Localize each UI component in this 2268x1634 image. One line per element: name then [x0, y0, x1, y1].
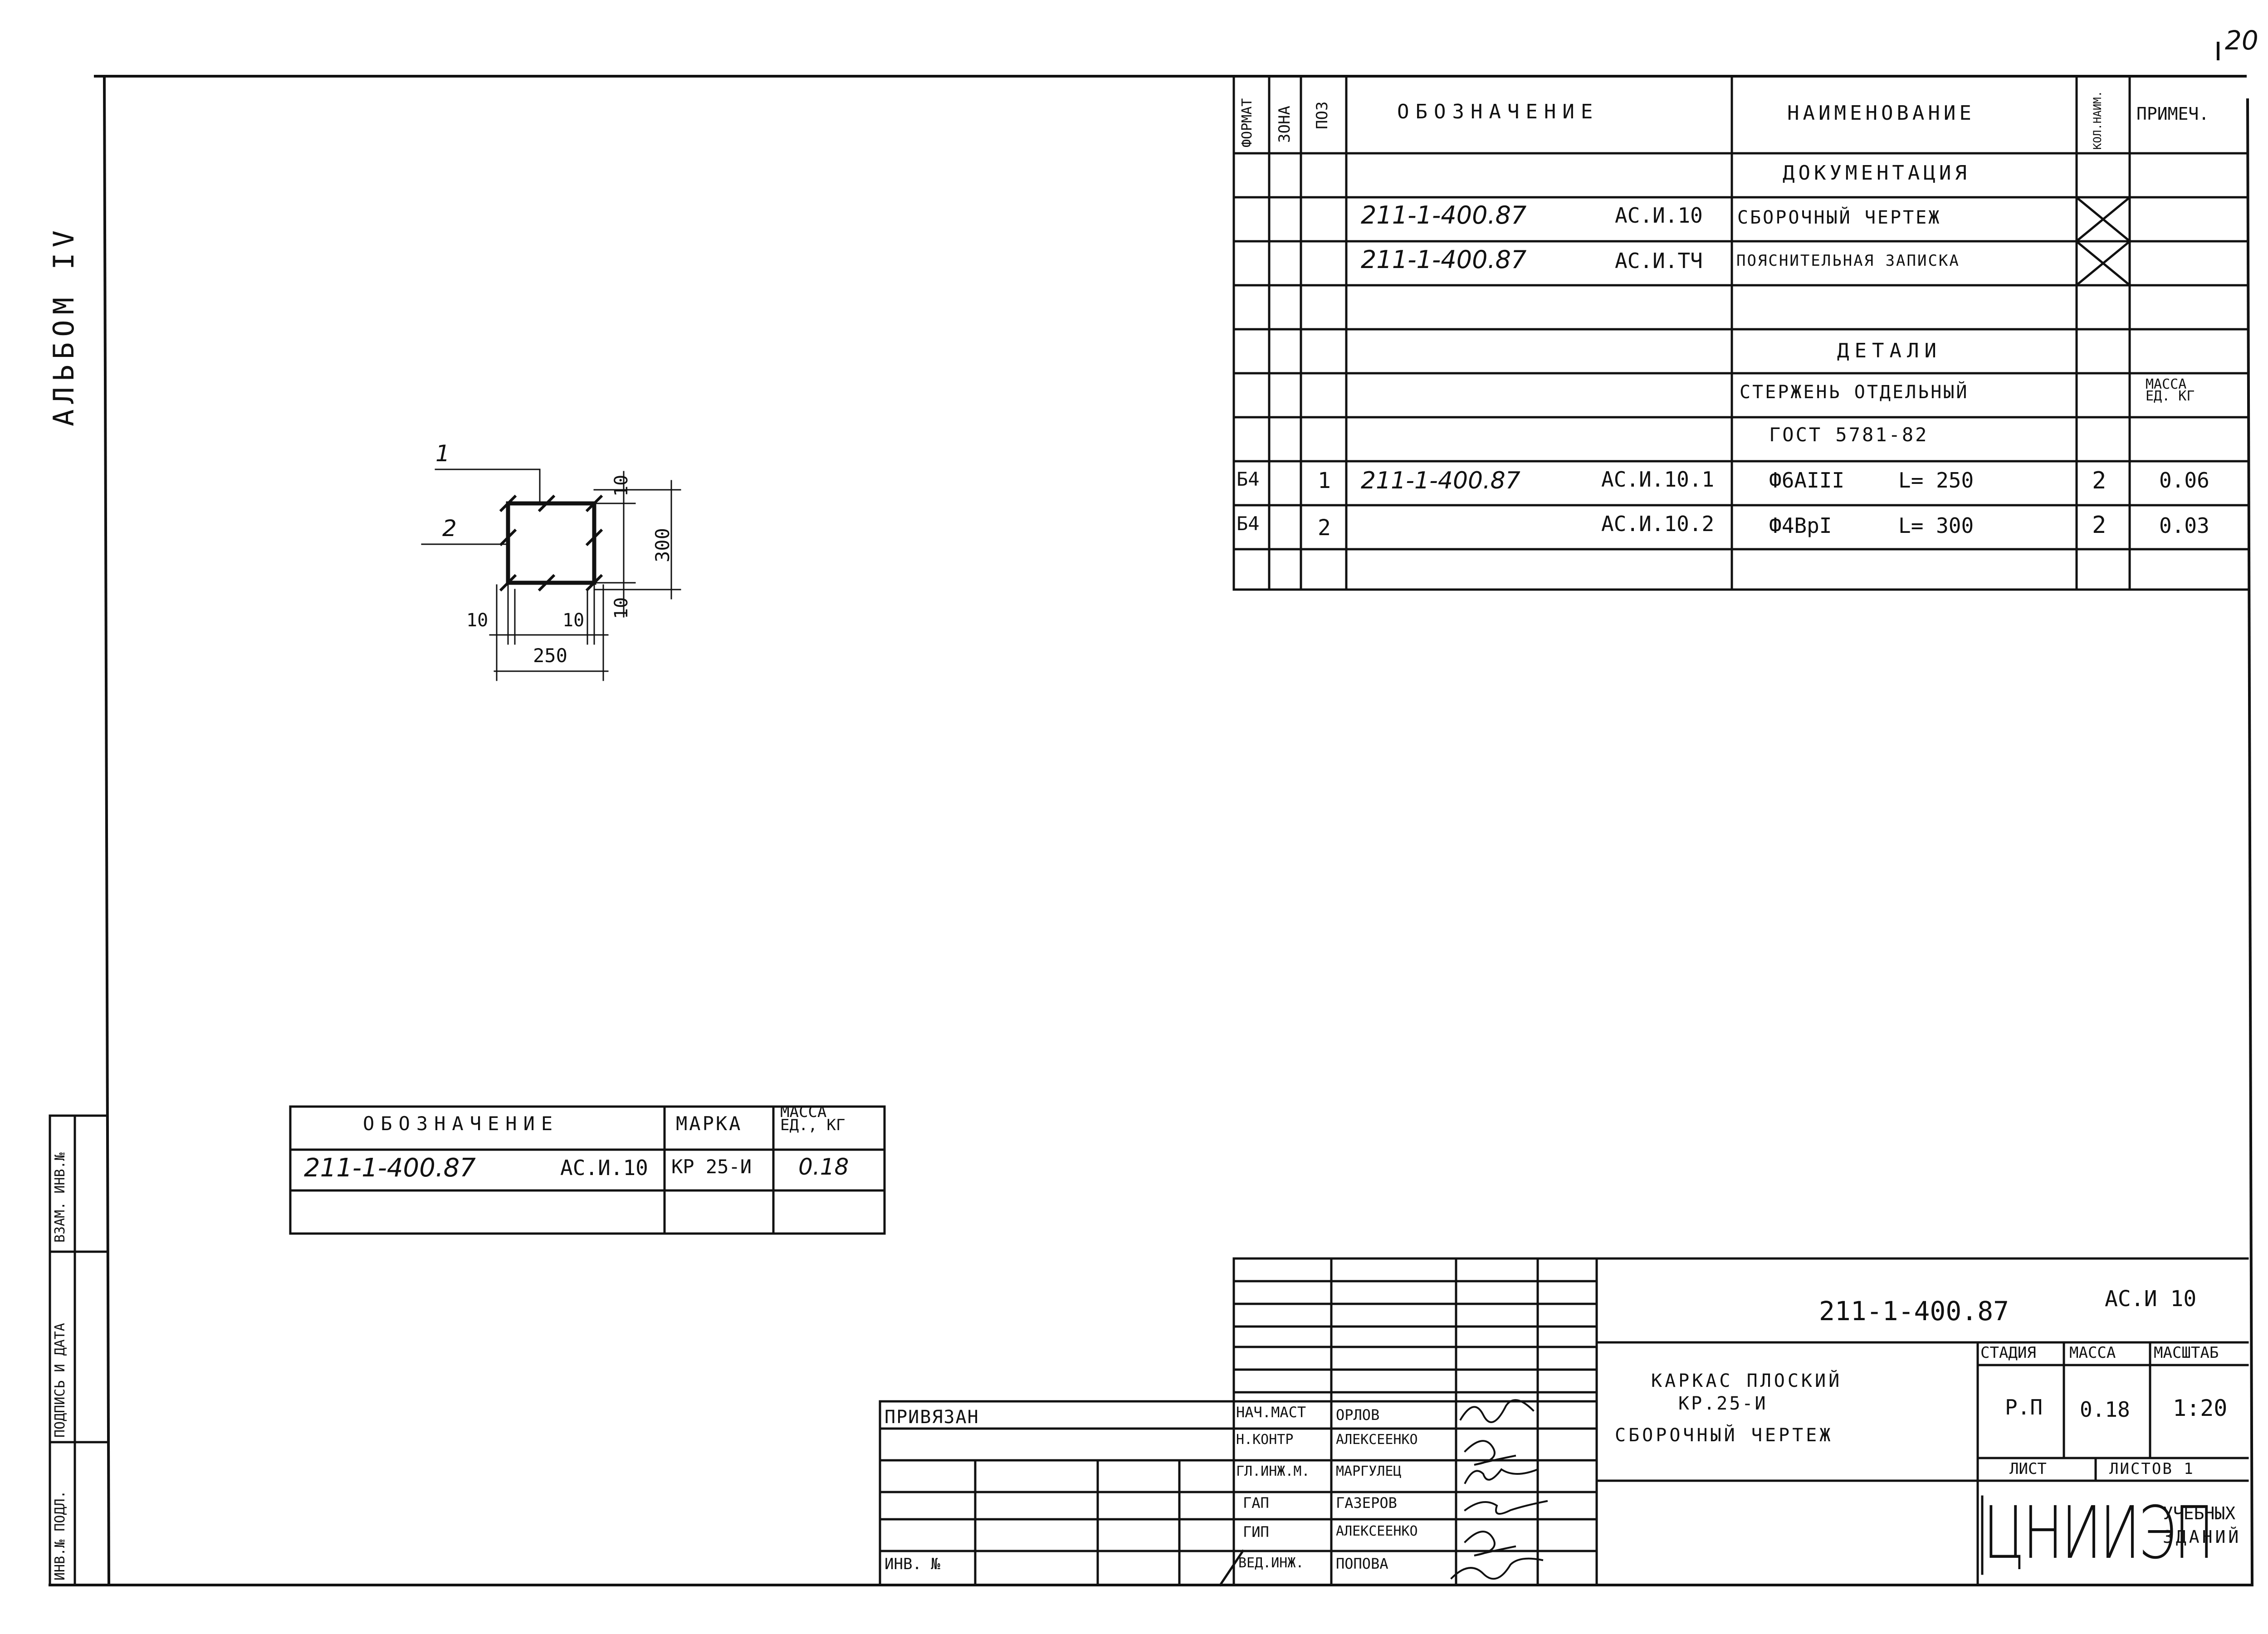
- mark-row-mark: КР 25-И: [671, 1156, 752, 1178]
- scale-label: МАСШТАБ: [2154, 1344, 2219, 1362]
- section-details: ДЕТАЛИ: [1837, 339, 1942, 362]
- strip-inv-podl: ИНВ.№ ПОДЛ.: [52, 1490, 68, 1580]
- dim-10-top: 10: [611, 474, 632, 497]
- org-logo: ЦНИИЭП: [1983, 1490, 2214, 1575]
- mark-row-mass: 0.18: [798, 1154, 849, 1180]
- part-1-note: 0.06: [2159, 468, 2209, 493]
- signer-name-1: ОРЛОВ: [1336, 1406, 1380, 1424]
- part-2-name: Ф4ВрI: [1769, 513, 1832, 538]
- strip-vzam: ВЗАМ. ИНВ.№: [52, 1152, 68, 1243]
- signature-gazerov: [1464, 1500, 1548, 1515]
- album-label: АЛЬБОМ IV: [47, 225, 80, 426]
- part-1-length: L= 250: [1898, 468, 1974, 493]
- part-1-format: Б4: [1237, 468, 1260, 490]
- spec-table-grid: [1232, 75, 2249, 591]
- part-2-pos: 2: [1318, 515, 1331, 541]
- dim-10-right: 10: [562, 610, 585, 631]
- stamp-title-line3: СБОРОЧНЫЙ ЧЕРТЕЖ: [1615, 1425, 1833, 1446]
- dim-10-bottom: 10: [611, 597, 632, 619]
- sheets-label: ЛИСТОВ 1: [2109, 1460, 2195, 1478]
- part-1-qty: 2: [2092, 467, 2107, 494]
- section-documentation: ДОКУМЕНТАЦИЯ: [1783, 161, 1970, 185]
- signer-role-6: ВЕД.ИНЖ.: [1238, 1555, 1304, 1571]
- mass-note: МАССА ЕД. КГ: [2146, 376, 2195, 404]
- mark-header-mass: МАССА ЕД., КГ: [780, 1103, 846, 1134]
- sketch-pos-1: 1: [435, 440, 450, 467]
- header-format: ФОРМАТ: [1239, 98, 1255, 147]
- signature-margulets: [1464, 1468, 1539, 1484]
- stamp-doc-mark: АС.И 10: [2105, 1286, 2197, 1312]
- signer-role-2: Н.КОНТР: [1236, 1432, 1294, 1448]
- rod-title: СТЕРЖЕНЬ ОТДЕЛЬНЫЙ: [1740, 382, 1969, 403]
- mark-header-mark: МАРКА: [676, 1112, 743, 1135]
- signer-role-5: ГИП: [1243, 1523, 1269, 1541]
- part-1-code: 211-1-400.87: [1361, 467, 1520, 494]
- stamp-grid: [879, 1257, 2249, 1587]
- header-designation: ОБОЗНАЧЕНИЕ: [1397, 100, 1599, 123]
- sheet-label: ЛИСТ: [2009, 1460, 2047, 1478]
- doc-2-code: 211-1-400.87: [1361, 245, 1527, 274]
- part-2-note: 0.03: [2159, 513, 2209, 538]
- part-2-length: L= 300: [1898, 513, 1974, 538]
- stamp-doc-code: 211-1-400.87: [1819, 1296, 2009, 1327]
- header-qty: КОЛ.НАИМ.: [2091, 90, 2104, 150]
- header-note: ПРИМЕЧ.: [2136, 104, 2209, 124]
- signer-role-3: ГЛ.ИНЖ.М.: [1236, 1463, 1310, 1479]
- mark-row-code: 211-1-400.87: [304, 1153, 476, 1183]
- rod-gost: ГОСТ 5781-82: [1769, 424, 1929, 446]
- signature-popova: [1450, 1557, 1544, 1580]
- signer-name-5: АЛЕКСЕЕНКО: [1336, 1523, 1418, 1539]
- header-pos: ПОЗ: [1313, 101, 1331, 129]
- doc-1-code: 211-1-400.87: [1361, 201, 1527, 229]
- dim-300: 300: [651, 528, 674, 562]
- doc-1-mark: АС.И.10: [1615, 203, 1703, 228]
- doc-2-mark: АС.И.ТЧ: [1615, 249, 1703, 273]
- org-sub-2: ЗДАНИЙ: [2163, 1527, 2242, 1547]
- doc-2-name: ПОЯСНИТЕЛЬНАЯ ЗАПИСКА: [1736, 252, 1960, 270]
- part-1-name: Ф6АIII: [1769, 468, 1845, 493]
- frame-sketch: [421, 468, 681, 681]
- mark-table-grid: [289, 1105, 886, 1235]
- stage-label: СТАДИЯ: [1980, 1344, 2036, 1362]
- signer-name-2: АЛЕКСЕЕНКО: [1336, 1432, 1418, 1448]
- dim-250: 250: [533, 644, 567, 667]
- signer-name-4: ГАЗЕРОВ: [1336, 1494, 1397, 1512]
- page-number: 20: [2225, 25, 2258, 56]
- mass-label: МАССА: [2069, 1344, 2116, 1362]
- mass-value: 0.18: [2080, 1397, 2130, 1422]
- doc-1-name: СБОРОЧНЫЙ ЧЕРТЕЖ: [1737, 207, 1941, 228]
- header-zone: ЗОНА: [1276, 106, 1294, 143]
- signer-name-3: МАРГУЛЕЦ: [1336, 1463, 1402, 1479]
- org-sub-1: УЧЕБНЫХ: [2163, 1503, 2236, 1523]
- signer-role-1: НАЧ.МАСТ: [1236, 1404, 1306, 1421]
- signature-alekseenko-1: [1464, 1440, 1516, 1466]
- binding-strip: [49, 1114, 108, 1586]
- mark-header-designation: ОБОЗНАЧЕНИЕ: [363, 1112, 559, 1135]
- stage-value: Р.П: [2005, 1395, 2043, 1419]
- part-2-qty: 2: [2092, 512, 2107, 539]
- signature-alekseenko-2: [1464, 1531, 1516, 1556]
- sketch-pos-2: 2: [442, 515, 457, 541]
- part-2-format: Б4: [1237, 512, 1260, 535]
- header-name: НАИМЕНОВАНИЕ: [1787, 102, 1975, 125]
- sheet-frame: [49, 42, 2254, 1587]
- privyazan-label: ПРИВЯЗАН: [885, 1407, 979, 1428]
- strip-podpis: ПОДПИСЬ И ДАТА: [52, 1323, 68, 1438]
- signatures: [1450, 1399, 1548, 1580]
- signer-name-6: ПОПОВА: [1336, 1555, 1388, 1572]
- part-2-mark: АС.И.10.2: [1601, 512, 1715, 536]
- stamp-title-line1: КАРКАС ПЛОСКИЙ: [1651, 1371, 1843, 1391]
- scale-value: 1:20: [2173, 1395, 2228, 1421]
- part-1-mark: АС.И.10.1: [1601, 467, 1715, 492]
- signer-role-4: ГАП: [1243, 1494, 1269, 1512]
- inv-no-label: ИНВ. №: [885, 1555, 940, 1573]
- dim-10-left: 10: [466, 610, 489, 631]
- signature-orlov: [1459, 1399, 1535, 1423]
- part-1-pos: 1: [1318, 468, 1331, 493]
- mark-row-mark-code: АС.И.10: [560, 1156, 648, 1180]
- stamp-title-line2: КР.25-И: [1678, 1393, 1768, 1414]
